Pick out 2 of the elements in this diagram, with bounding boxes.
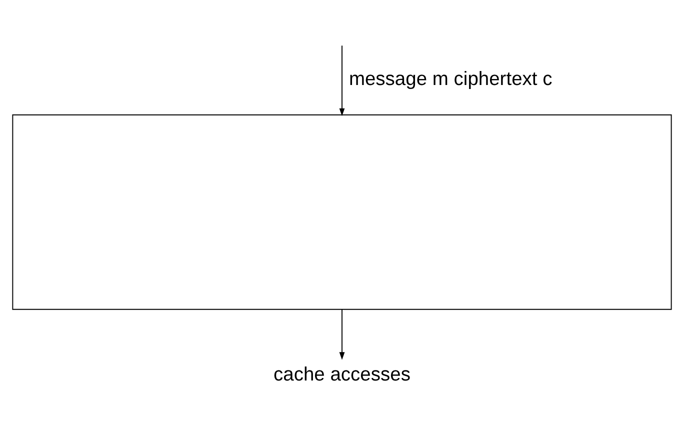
edge-label: message m ciphertext c bbox=[348, 68, 552, 90]
node-text: cache accesses bbox=[274, 364, 410, 386]
